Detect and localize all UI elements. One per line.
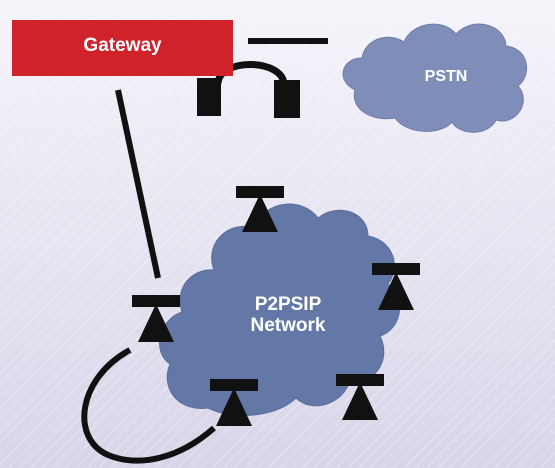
connector-plug-icon [197,78,221,116]
network-label-line1: P2PSIP [255,294,322,315]
peer-node-icon [372,263,420,310]
gateway-link-line [115,89,161,279]
pstn-label: PSTN [425,68,468,85]
peer-node-icon [236,186,284,232]
peer-node-icon [132,295,180,342]
connector-arc [214,61,288,85]
connector-plug-icon [274,80,300,118]
network-cloud [159,203,400,416]
peer-link-curve [81,347,216,464]
gateway-box: Gateway [12,20,233,76]
pstn-cloud [342,23,527,133]
network-label-line2: Network [251,315,326,336]
peer-node-icon [210,379,258,426]
peer-node-icon [336,374,384,420]
gateway-label: Gateway [83,35,162,56]
